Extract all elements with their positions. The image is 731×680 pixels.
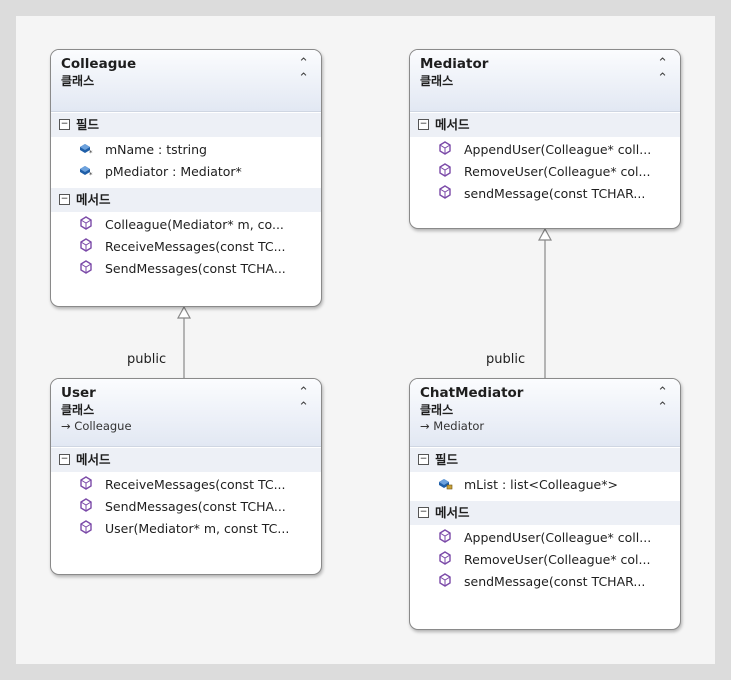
- field-label: mName : tstring: [105, 142, 207, 157]
- method-label: User(Mediator* m, const TC...: [105, 521, 290, 536]
- chevron-up-double-icon[interactable]: ⌃⌃: [298, 56, 309, 86]
- inheritance-arrow-chatmediator: [537, 227, 553, 241]
- class-header: ChatMediator 클래스 → Mediator ⌃⌃: [410, 379, 680, 447]
- section-label: 필드: [435, 452, 459, 467]
- method-icon: [436, 550, 454, 572]
- method-item[interactable]: AppendUser(Colleague* coll...: [410, 527, 680, 549]
- collapse-toggle-icon[interactable]: −: [418, 454, 429, 465]
- method-item[interactable]: AppendUser(Colleague* coll...: [410, 139, 680, 161]
- method-label: ReceiveMessages(const TC...: [105, 477, 286, 492]
- field-icon: *: [77, 140, 95, 162]
- chevron-up-double-icon[interactable]: ⌃⌃: [298, 385, 309, 415]
- field-item[interactable]: mList : list<Colleague*>: [410, 474, 680, 496]
- section-fields[interactable]: −필드: [51, 112, 321, 137]
- section-methods[interactable]: −메서드: [410, 500, 680, 525]
- field-label: pMediator : Mediator*: [105, 164, 242, 179]
- class-header: User 클래스 → Colleague ⌃⌃: [51, 379, 321, 447]
- inheritance-arrow-user: [176, 305, 192, 319]
- field-item[interactable]: * mName : tstring: [51, 139, 321, 161]
- class-header: Mediator 클래스 ⌃⌃: [410, 50, 680, 112]
- method-icon: [77, 259, 95, 281]
- class-box-user[interactable]: User 클래스 → Colleague ⌃⌃ −메서드 ReceiveMess…: [50, 378, 322, 575]
- collapse-toggle-icon[interactable]: −: [59, 119, 70, 130]
- class-box-mediator[interactable]: Mediator 클래스 ⌃⌃ −메서드 AppendUser(Colleagu…: [409, 49, 681, 229]
- chevron-up-double-icon[interactable]: ⌃⌃: [657, 56, 668, 86]
- method-item[interactable]: sendMessage(const TCHAR...: [410, 183, 680, 205]
- section-label: 필드: [76, 117, 100, 132]
- method-icon: [436, 140, 454, 162]
- class-kind: 클래스: [61, 74, 95, 88]
- method-label: AppendUser(Colleague* coll...: [464, 142, 652, 157]
- class-name: Colleague: [61, 56, 137, 72]
- method-label: SendMessages(const TCHA...: [105, 499, 286, 514]
- method-icon: [436, 528, 454, 550]
- collapse-toggle-icon[interactable]: −: [59, 194, 70, 205]
- method-item[interactable]: SendMessages(const TCHA...: [51, 258, 321, 280]
- connector-label-right: public: [486, 352, 526, 367]
- method-item[interactable]: Colleague(Mediator* m, co...: [51, 214, 321, 236]
- collapse-toggle-icon[interactable]: −: [418, 507, 429, 518]
- method-icon: [77, 497, 95, 519]
- section-label: 메서드: [76, 192, 111, 207]
- method-label: AppendUser(Colleague* coll...: [464, 530, 652, 545]
- method-icon: [77, 519, 95, 541]
- class-box-colleague[interactable]: Colleague 클래스 ⌃⌃ −필드 *mName : tstring *p…: [50, 49, 322, 307]
- method-label: ReceiveMessages(const TC...: [105, 239, 286, 254]
- method-label: sendMessage(const TCHAR...: [464, 574, 646, 589]
- field-label: mList : list<Colleague*>: [464, 477, 618, 492]
- class-header: Colleague 클래스 ⌃⌃: [51, 50, 321, 112]
- method-label: Colleague(Mediator* m, co...: [105, 217, 284, 232]
- class-kind: 클래스: [61, 403, 95, 417]
- section-methods[interactable]: −메서드: [51, 447, 321, 472]
- section-methods[interactable]: −메서드: [410, 112, 680, 137]
- method-label: RemoveUser(Colleague* col...: [464, 164, 651, 179]
- section-label: 메서드: [76, 452, 111, 467]
- base-class: → Mediator: [420, 419, 485, 433]
- section-label: 메서드: [435, 505, 470, 520]
- section-methods[interactable]: −메서드: [51, 187, 321, 212]
- class-kind: 클래스: [420, 74, 454, 88]
- collapse-toggle-icon[interactable]: −: [59, 454, 70, 465]
- diagram-canvas: public public Colleague 클래스 ⌃⌃ −필드 *mNam…: [16, 16, 715, 664]
- private-field-icon: [436, 475, 454, 497]
- method-icon: [77, 237, 95, 259]
- method-icon: [436, 162, 454, 184]
- connector-lines: [176, 227, 553, 378]
- section-fields[interactable]: −필드: [410, 447, 680, 472]
- class-name: Mediator: [420, 56, 489, 72]
- method-item[interactable]: ReceiveMessages(const TC...: [51, 474, 321, 496]
- method-icon: [77, 475, 95, 497]
- field-item[interactable]: * pMediator : Mediator*: [51, 161, 321, 183]
- field-icon: *: [77, 162, 95, 184]
- svg-text:*: *: [89, 171, 93, 177]
- method-label: sendMessage(const TCHAR...: [464, 186, 646, 201]
- class-name: User: [61, 385, 96, 401]
- method-label: RemoveUser(Colleague* col...: [464, 552, 651, 567]
- method-item[interactable]: SendMessages(const TCHA...: [51, 496, 321, 518]
- method-item[interactable]: RemoveUser(Colleague* col...: [410, 161, 680, 183]
- method-icon: [436, 572, 454, 594]
- method-icon: [77, 215, 95, 237]
- section-label: 메서드: [435, 117, 470, 132]
- method-item[interactable]: sendMessage(const TCHAR...: [410, 571, 680, 593]
- method-item[interactable]: ReceiveMessages(const TC...: [51, 236, 321, 258]
- method-label: SendMessages(const TCHA...: [105, 261, 286, 276]
- class-name: ChatMediator: [420, 385, 524, 401]
- base-class: → Colleague: [61, 419, 132, 433]
- collapse-toggle-icon[interactable]: −: [418, 119, 429, 130]
- connector-label-left: public: [127, 352, 167, 367]
- method-icon: [436, 184, 454, 206]
- class-box-chatmediator[interactable]: ChatMediator 클래스 → Mediator ⌃⌃ −필드 mList…: [409, 378, 681, 630]
- svg-text:*: *: [89, 149, 93, 155]
- chevron-up-double-icon[interactable]: ⌃⌃: [657, 385, 668, 415]
- method-item[interactable]: User(Mediator* m, const TC...: [51, 518, 321, 540]
- method-item[interactable]: RemoveUser(Colleague* col...: [410, 549, 680, 571]
- class-kind: 클래스: [420, 403, 454, 417]
